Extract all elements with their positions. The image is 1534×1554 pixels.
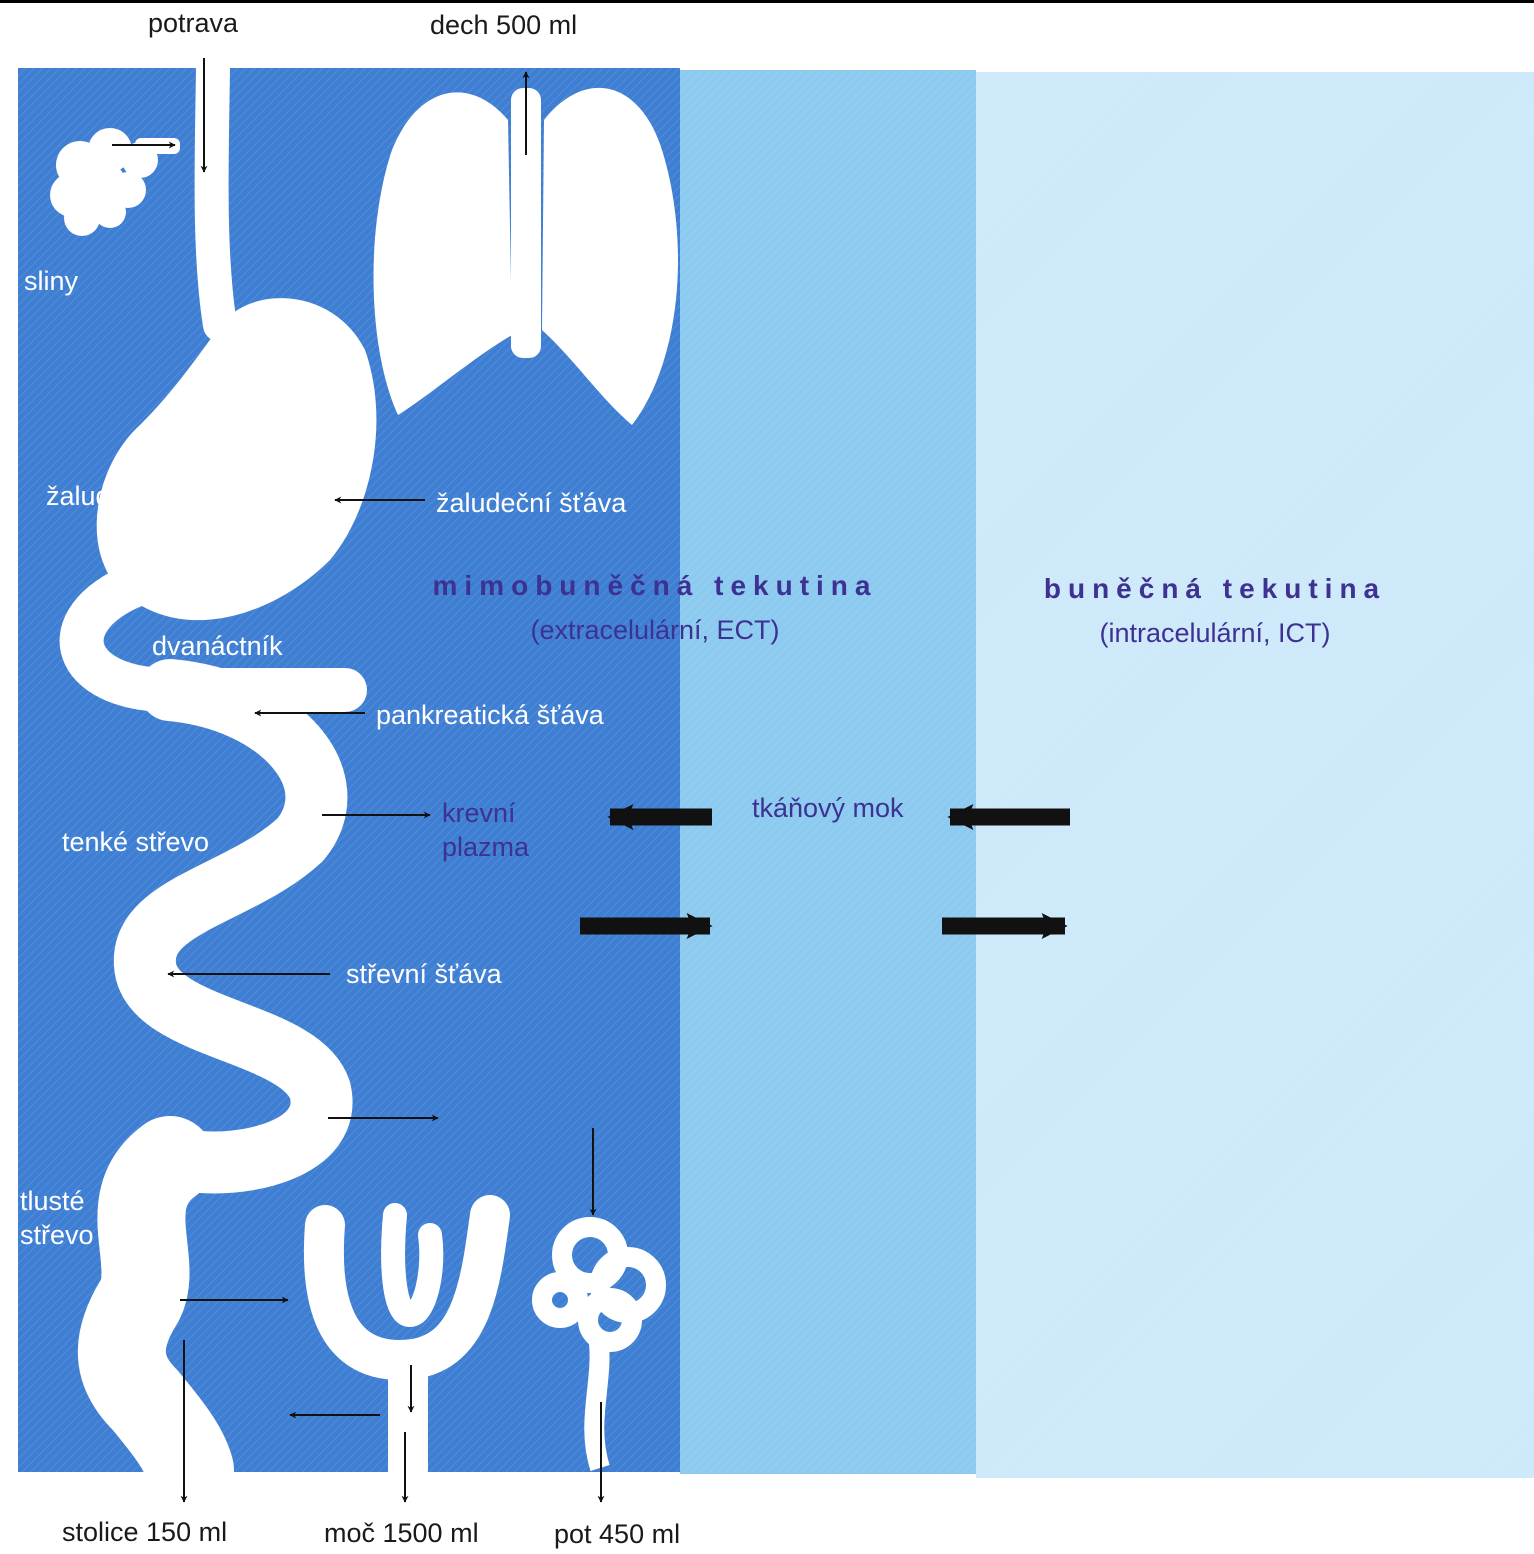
intake-label: potrava bbox=[148, 10, 238, 37]
breath-label: dech 500 ml bbox=[430, 12, 577, 39]
gastric-juice-label: žaludeční šťáva bbox=[436, 490, 626, 517]
small-intestine-label: tenké střevo bbox=[62, 829, 209, 856]
stool-output-label: stolice 150 ml bbox=[62, 1519, 227, 1546]
ict-subtitle: (intracelulární, ICT) bbox=[985, 620, 1445, 647]
sweat-output-label: pot 450 ml bbox=[554, 1521, 680, 1548]
stomach-label: žaludek bbox=[46, 483, 139, 510]
duodenum-label: dvanáctník bbox=[152, 633, 283, 660]
ect-title: mimobuněčná tekutina bbox=[380, 572, 930, 600]
plasma-label-1: krevní bbox=[442, 800, 516, 827]
interstitial-fluid-label: tkáňový mok bbox=[752, 795, 904, 822]
urine-output-label: moč 1500 ml bbox=[324, 1520, 479, 1547]
pancreatic-juice-label: pankreatická šťáva bbox=[376, 702, 604, 729]
large-intestine-label-1: tlusté bbox=[20, 1188, 85, 1215]
large-intestine-label-2: střevo bbox=[20, 1222, 94, 1249]
saliva-label: sliny bbox=[24, 268, 78, 295]
ict-title: buněčná tekutina bbox=[985, 575, 1445, 603]
plasma-label-2: plazma bbox=[442, 834, 529, 861]
ect-subtitle: (extracelulární, ECT) bbox=[380, 617, 930, 644]
intestinal-juice-label: střevní šťáva bbox=[346, 961, 502, 988]
